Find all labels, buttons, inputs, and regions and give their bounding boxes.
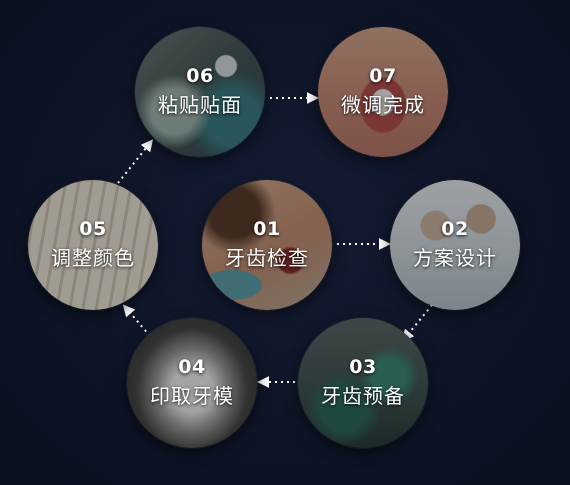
step-05: 05 调整颜色 xyxy=(28,180,158,310)
veneer-bonding-photo xyxy=(135,27,265,157)
step-number: 05 xyxy=(79,218,107,240)
dental-mold-photo xyxy=(127,318,257,448)
step-label: 方案设计 xyxy=(413,246,497,270)
step-number: 06 xyxy=(186,65,214,87)
arrow-05-06 xyxy=(117,139,153,184)
step-03: 03 牙齿预备 xyxy=(298,318,428,448)
step-number: 03 xyxy=(349,356,377,378)
step-label: 印取牙模 xyxy=(150,384,234,408)
step-label: 牙齿检查 xyxy=(225,246,309,270)
smile-photo xyxy=(318,27,448,157)
step-06: 06 粘贴贴面 xyxy=(135,27,265,157)
step-07: 07 微调完成 xyxy=(318,27,448,157)
step-01: 01 牙齿检查 xyxy=(202,180,332,310)
step-04: 04 印取牙模 xyxy=(127,318,257,448)
step-label: 牙齿预备 xyxy=(321,384,405,408)
step-label: 调整颜色 xyxy=(51,246,135,270)
step-02: 02 方案设计 xyxy=(390,180,520,310)
arrow-04-05 xyxy=(122,304,151,337)
step-label: 微调完成 xyxy=(341,93,425,117)
step-number: 01 xyxy=(253,218,281,240)
surgery-room-photo xyxy=(298,318,428,448)
step-number: 04 xyxy=(178,356,206,378)
step-number: 07 xyxy=(369,65,397,87)
doctors-consult-photo xyxy=(390,180,520,310)
step-number: 02 xyxy=(441,218,469,240)
shade-guide-photo xyxy=(28,180,158,310)
arrow-02-03 xyxy=(401,304,433,342)
step-label: 粘贴贴面 xyxy=(158,93,242,117)
